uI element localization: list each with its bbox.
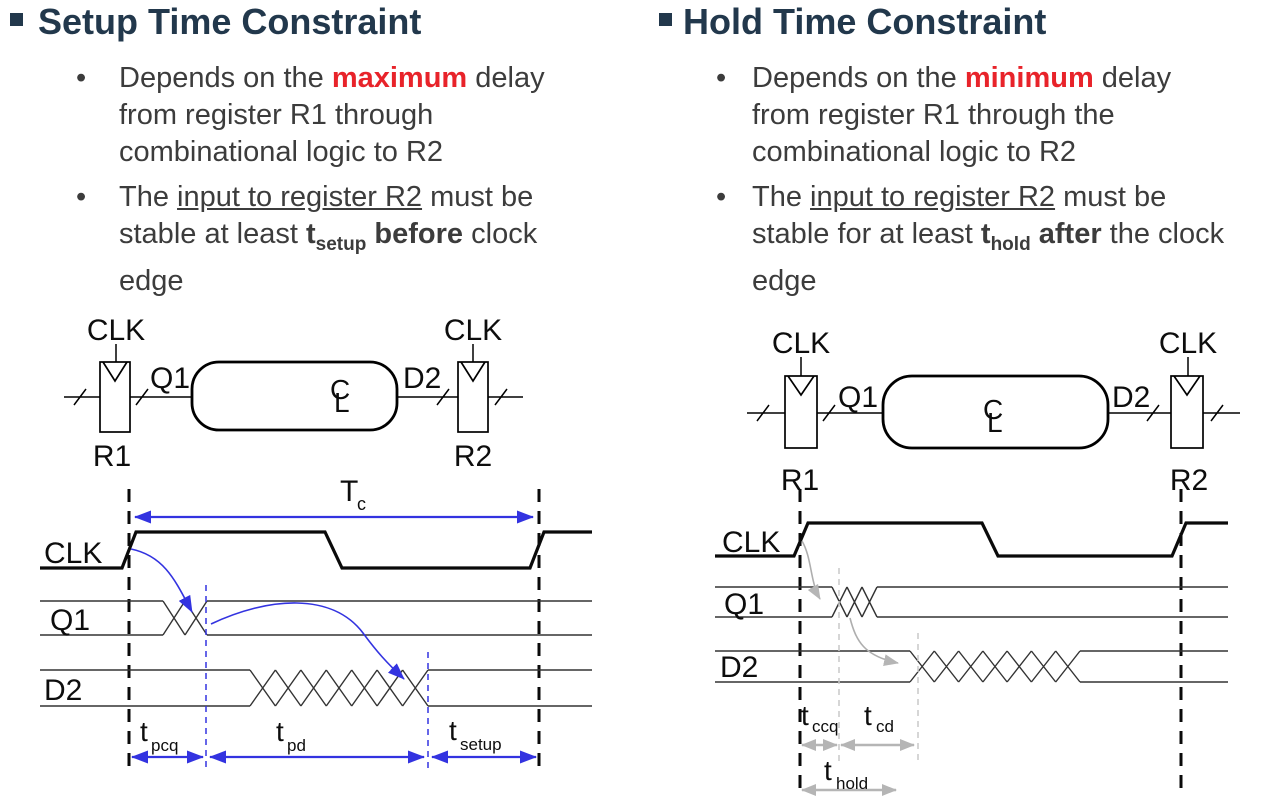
d2-transition-hatch	[249, 669, 429, 707]
d2-waveform	[40, 669, 592, 707]
d2-waveform	[715, 650, 1228, 683]
setup-circuit-wires	[64, 344, 523, 406]
tpcq-label: t	[140, 716, 148, 747]
clk-label: CLK	[1159, 327, 1217, 360]
r2-label: R2	[1170, 464, 1208, 497]
d2-label: D2	[403, 362, 441, 395]
q1-waveform	[40, 600, 592, 636]
clock-wedge-icon	[787, 375, 815, 397]
clk-waveform	[40, 530, 592, 570]
tpd-label: t	[276, 716, 284, 747]
q1-label: Q1	[50, 604, 90, 637]
q1-label: Q1	[838, 381, 878, 414]
register-r2-box	[457, 361, 489, 433]
hold-circuit-wires	[747, 357, 1240, 422]
bus-slash-marks	[73, 388, 508, 406]
q1-transition-hatch	[162, 600, 208, 636]
page-title-hold: Hold Time Constraint	[683, 1, 1047, 42]
register-r1-box	[784, 375, 818, 449]
q1-label: Q1	[150, 362, 190, 395]
clk-waveform	[715, 521, 1228, 558]
hold-timing-diagram: CLK Q1 D2 t ccq t cd t hold	[715, 489, 1228, 797]
setup-registers	[99, 361, 489, 433]
r1-label: R1	[93, 440, 131, 473]
r2-label: R2	[454, 440, 492, 473]
clock-edge-dashed-lines	[127, 489, 541, 772]
register-r2-box	[1170, 375, 1204, 449]
bullet-dot: •	[76, 62, 87, 94]
thold-label: t	[824, 755, 832, 786]
clk-label: CLK	[87, 314, 145, 347]
setup-timing-diagram: T c CLK Q1 D2 t pcq t pd t setup	[40, 475, 592, 772]
tc-label-sub: c	[357, 494, 366, 514]
hold-dimension-arrows	[801, 739, 915, 796]
d2-label: D2	[1112, 381, 1150, 414]
tpcq-label-sub: pcq	[151, 736, 178, 755]
clk-to-q1-causality-arrow	[801, 540, 821, 600]
d2-transition-hatch	[909, 650, 1081, 683]
tccq-label-sub: ccq	[812, 717, 838, 736]
tpd-label-sub: pd	[287, 736, 306, 755]
bullet-dot: •	[716, 62, 727, 94]
cl-glyph-c: C	[330, 374, 350, 405]
clock-wedge-icon	[102, 361, 128, 383]
clk-label: CLK	[44, 537, 102, 570]
blue-dashed-markers	[205, 585, 429, 770]
clock-wedge-icon	[460, 361, 486, 383]
combinational-logic-bubble	[190, 360, 399, 432]
bullet-dot: •	[76, 181, 87, 213]
q1-to-d2-causality-arrow	[210, 602, 405, 680]
bullet-dot: •	[716, 181, 727, 213]
clk-to-q1-causality-arrow	[130, 548, 193, 613]
d2-label: D2	[44, 674, 82, 707]
combinational-logic-bubble	[881, 374, 1110, 450]
clk-label: CLK	[722, 526, 780, 559]
setup-circuit-diagram: CLK CLK Q1 D2 R1 R2 C L	[64, 314, 523, 473]
tccq-label: t	[801, 700, 809, 731]
hold-registers	[784, 375, 1204, 449]
tc-label: T	[340, 475, 358, 508]
page-title-setup: Setup Time Constraint	[38, 1, 422, 42]
cl-glyph-c: C	[983, 394, 1003, 425]
bus-slash-marks	[756, 404, 1224, 422]
hold-circuit-diagram: CLK CLK Q1 D2 R1 R2 C L	[747, 327, 1240, 497]
clk-label: CLK	[444, 314, 502, 347]
tsetup-label-sub: setup	[460, 735, 502, 754]
d2-label: D2	[720, 651, 758, 684]
clk-label: CLK	[772, 327, 830, 360]
title-square-bullet	[10, 13, 23, 26]
q1-label: Q1	[724, 588, 764, 621]
title-square-bullet	[659, 13, 672, 26]
q1-waveform	[715, 586, 1228, 618]
register-r1-box	[99, 361, 131, 433]
clock-edge-dashed-lines	[798, 489, 1183, 797]
tcd-label: t	[864, 700, 872, 731]
thold-label-sub: hold	[836, 774, 868, 793]
tcd-label-sub: cd	[876, 717, 894, 736]
tsetup-label: t	[449, 715, 457, 746]
cl-glyph-l: L	[334, 387, 350, 418]
clock-wedge-icon	[1173, 375, 1201, 397]
q1-to-d2-causality-arrow	[849, 617, 899, 667]
cl-glyph-l: L	[987, 407, 1003, 438]
